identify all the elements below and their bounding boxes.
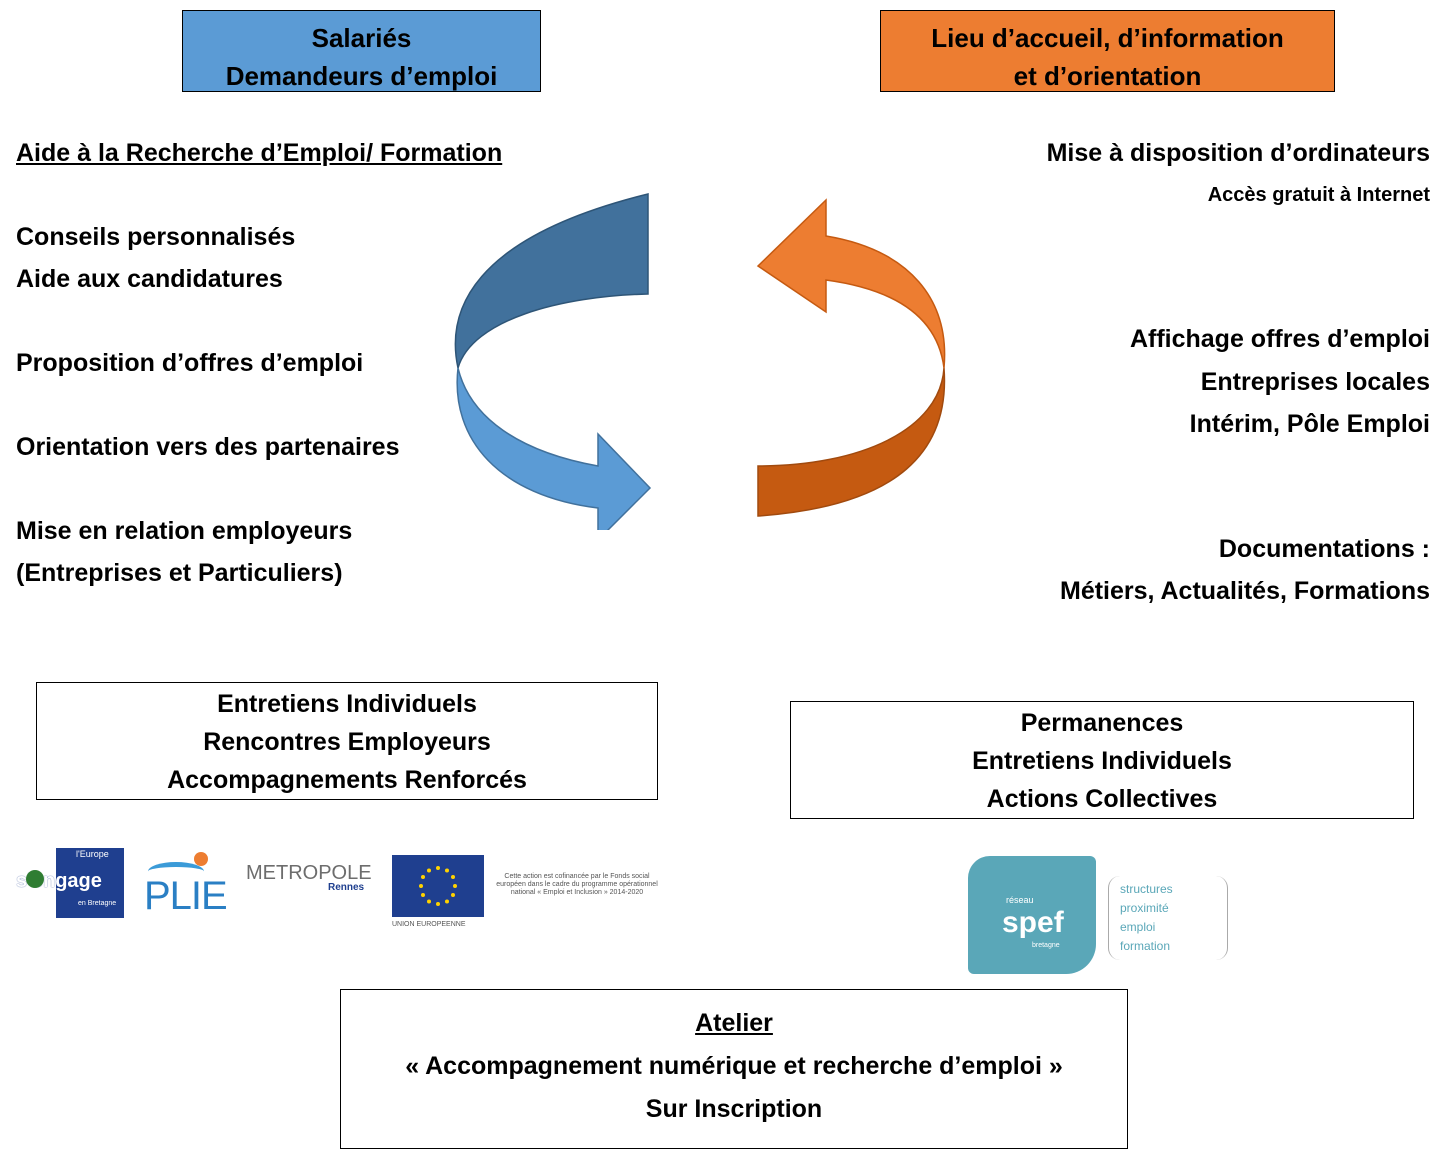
left-item-3: Proposition d’offres d’emploi <box>16 349 364 377</box>
left-item-2: Aide aux candidatures <box>16 265 283 293</box>
right-box-line3: Actions Collectives <box>986 785 1218 813</box>
header-right-line2: et d’orientation <box>1013 61 1202 91</box>
atelier-box: Atelier « Accompagnement numérique et re… <box>340 989 1128 1149</box>
left-item-6: (Entreprises et Particuliers) <box>16 559 343 587</box>
right-box-line2: Entretiens Individuels <box>972 747 1232 775</box>
spef-bracket <box>1108 876 1228 960</box>
left-item-4: Orientation vers des partenaires <box>16 433 400 461</box>
right-item-7: Métiers, Actualités, Formations <box>1060 577 1430 605</box>
eu-flag <box>392 855 484 917</box>
right-item-3: Affichage offres d’emploi <box>1129 325 1430 353</box>
header-box-left: Salariés Demandeurs d’emploi <box>182 10 541 92</box>
atelier-title: Atelier <box>695 1009 773 1037</box>
blue-arrow-band <box>454 193 649 369</box>
spef-top-text: réseau <box>1006 895 1034 905</box>
europe-region-text: en Bretagne <box>78 900 117 907</box>
atelier-note: Sur Inscription <box>645 1095 823 1123</box>
metropole-city: Rennes <box>328 882 365 893</box>
spef-badge: réseau spef bretagne <box>968 856 1096 974</box>
left-box-line2: Rencontres Employeurs <box>203 728 491 756</box>
services-box-left: Entretiens Individuels Rencontres Employ… <box>36 682 658 800</box>
header-left-line1: Salariés <box>311 23 412 53</box>
right-item-2: Accès gratuit à Internet <box>1207 184 1430 206</box>
spef-word-4: formation <box>1120 939 1171 953</box>
metropole-logo: METROPOLE Rennes <box>246 862 386 902</box>
right-item-6: Documentations : <box>1218 535 1430 563</box>
spef-logo: réseau spef bretagne structures proximit… <box>968 856 1238 976</box>
right-item-4: Entreprises locales <box>1200 368 1430 396</box>
left-box-line1: Entretiens Individuels <box>217 690 477 718</box>
spef-main-text: spef <box>1002 906 1064 939</box>
spef-words: structures proximité emploi formation <box>1120 880 1173 956</box>
spef-region-text: bretagne <box>1032 942 1060 949</box>
left-item-1: Conseils personnalisés <box>16 223 296 251</box>
europe-engage-logo: l'Europe s'engage en Bretagne <box>16 848 124 918</box>
right-box-line1: Permanences <box>1020 709 1184 737</box>
left-section-heading: Aide à la Recherche d’Emploi/ Formation <box>16 139 503 167</box>
plie-text: PLIE <box>144 874 228 918</box>
metropole-text: METROPOLE <box>246 862 372 884</box>
blue-arrow-head <box>456 367 652 530</box>
plie-logo: PLIE <box>142 848 228 932</box>
atelier-subtitle: « Accompagnement numérique et recherche … <box>405 1052 1063 1080</box>
europe-top-text: l'Europe <box>76 849 109 859</box>
cycle-arrows <box>454 193 946 530</box>
spef-word-3: emploi <box>1120 920 1156 934</box>
eu-text: Cette action est cofinancée par le Fonds… <box>496 873 658 896</box>
spef-word-2: proximité <box>1120 901 1169 915</box>
header-left-line2: Demandeurs d’emploi <box>225 61 498 91</box>
right-item-5: Intérim, Pôle Emploi <box>1189 410 1430 438</box>
spef-word-1: structures <box>1120 882 1173 896</box>
header-right-line1: Lieu d’accueil, d’information <box>931 23 1284 53</box>
orange-arrow-head <box>756 198 946 369</box>
left-box-line3: Accompagnements Renforcés <box>167 766 527 794</box>
eu-label: UNION EUROPEENNE <box>392 921 466 928</box>
right-item-1: Mise à disposition d’ordinateurs <box>1046 139 1430 167</box>
orange-arrow-band <box>757 367 946 517</box>
left-item-5: Mise en relation employeurs <box>16 517 353 545</box>
eu-logo: UNION EUROPEENNE Cette action est cofina… <box>392 855 672 933</box>
header-box-right: Lieu d’accueil, d’information et d’orien… <box>880 10 1335 92</box>
services-box-right: Permanences Entretiens Individuels Actio… <box>790 701 1414 819</box>
